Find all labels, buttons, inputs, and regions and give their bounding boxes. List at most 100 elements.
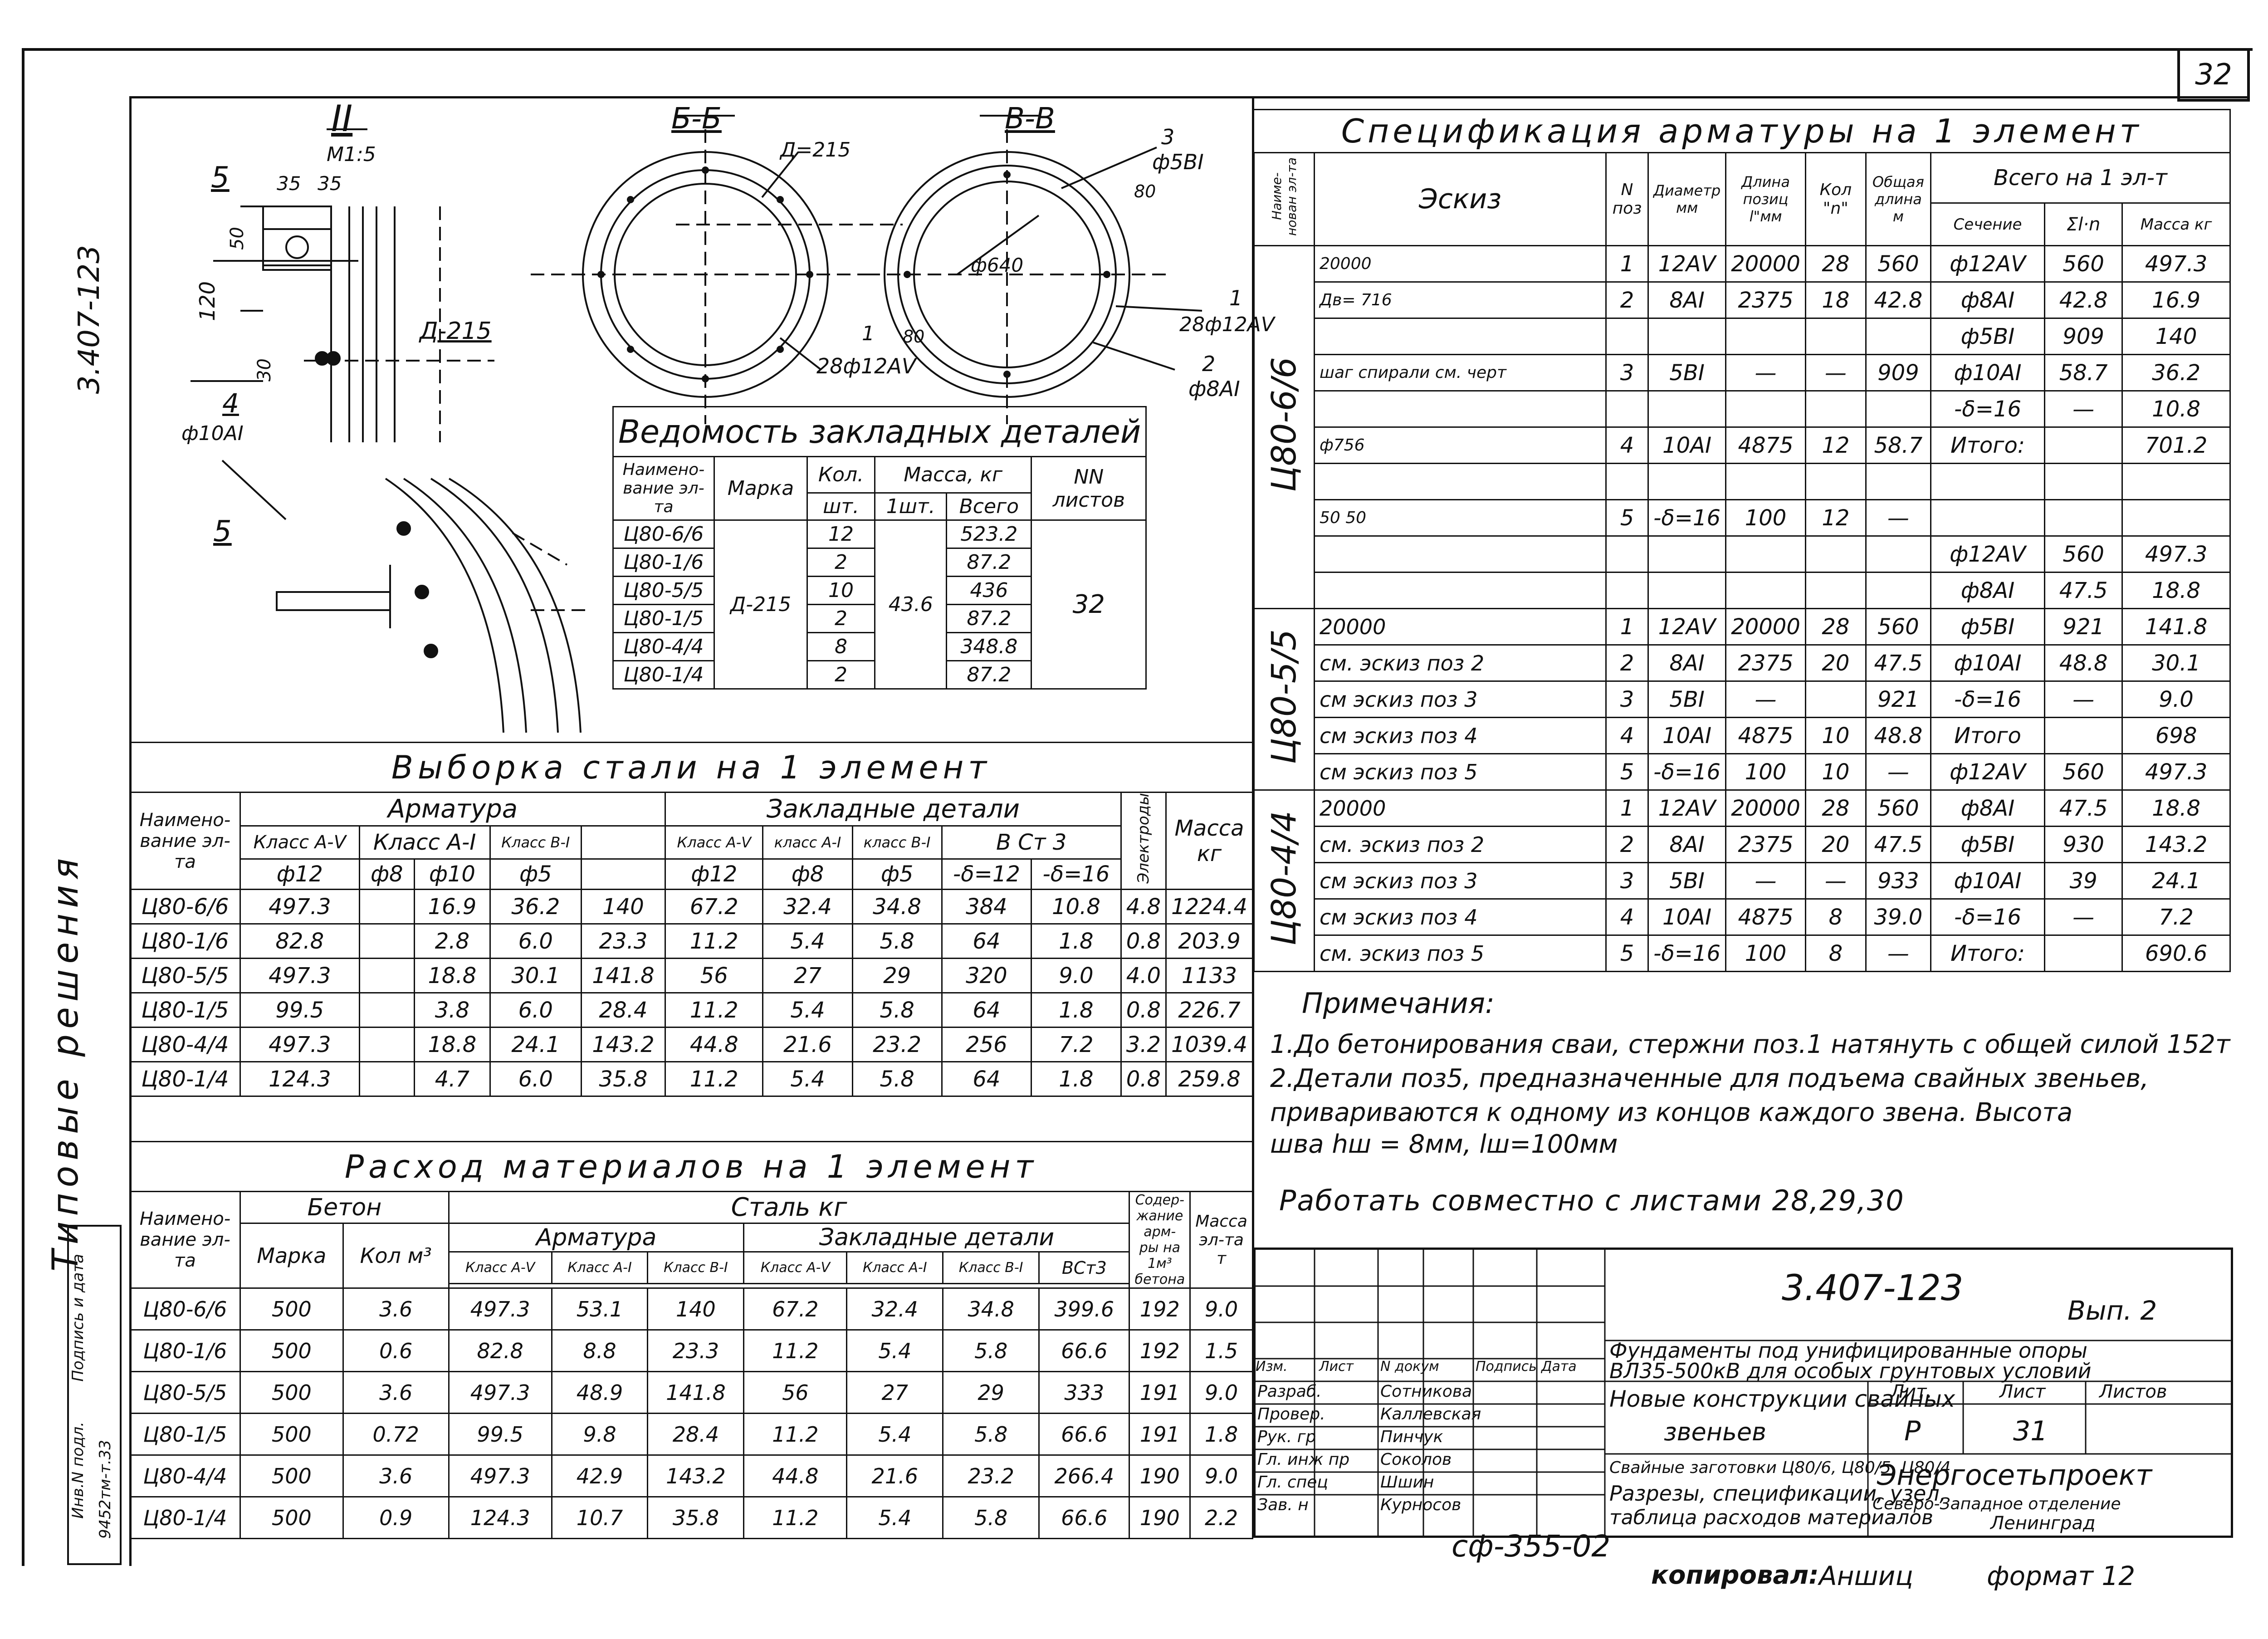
table-cell: 11.2 [743,1413,848,1456]
vyborka-h-zb1: класс В-I [851,825,943,860]
rashod-h-kol: Кол м³ [342,1223,450,1289]
table-cell: 99.5 [448,1413,552,1456]
table-row-name: Ц80-4/4 [129,1027,241,1063]
table-cell: 497.3 [240,1027,360,1063]
table-cell [1725,463,1806,500]
stamp-title1: Фундаменты под унифицированные опоры [1609,1338,2087,1363]
spec-h-massa: Масса кг [2121,202,2231,246]
spec-sketch: см эскиз поз 4 [1314,717,1607,754]
table-cell: 10.8 [2121,390,2231,428]
table-cell: 10.8 [1031,889,1122,925]
table-cell: 5.4 [846,1329,944,1372]
table-cell: 1133 [1165,958,1253,994]
table-cell [1647,572,1727,609]
side-stamp-num: 9452тм-т.33 [96,1440,114,1539]
column-header: Класс А-I [846,1251,944,1284]
table-cell: 67.2 [743,1287,848,1331]
stamp-h-izm: Изм. [1256,1359,1288,1375]
table-cell: 30.1 [489,958,582,994]
table-cell: 5 [1605,753,1649,791]
table-cell: 497.3 [2121,753,2231,791]
column-header: Класс В-I [647,1251,745,1284]
table-cell: 21.6 [846,1454,944,1497]
table-cell: -δ=16 [1930,680,2046,718]
vedomost-h-vsego: Всего [946,492,1032,521]
stamp-role: Гл. спец [1257,1473,1328,1492]
table-cell: 497.3 [2121,535,2231,573]
spec-sketch [1314,390,1607,428]
table-cell: 58.7 [2044,354,2123,391]
table-cell: 4 [1605,898,1649,936]
stamp-h-lst: Лист [1999,1381,2046,1402]
table-cell: 143.2 [647,1454,745,1497]
column-header: ф5 [489,858,582,890]
spec-sketch: см. эскиз поз 5 [1314,934,1607,972]
table-cell: 34.8 [942,1287,1040,1331]
stamp-h-lit: Лит. [1891,1381,1933,1402]
table-cell [1605,572,1649,609]
table-cell: 560 [1865,245,1931,283]
view5-n5: 5 [213,515,232,548]
stamp-h-list: Лист [1319,1359,1354,1375]
table-cell: 5ВI [1647,354,1727,391]
table-cell: 8АI [1647,644,1727,682]
spec-h-vsego: Всего на 1 эл-т [1930,152,2231,204]
table-cell: 0.8 [1120,1061,1167,1097]
spec-sketch: см. эскиз поз 2 [1314,826,1607,863]
table-cell: 5.4 [762,1061,853,1097]
table-cell: — [2044,390,2123,428]
stamp-person: Каллевская [1380,1405,1481,1424]
vyborka-h-arm: Арматура [239,792,666,827]
table-cell: 56 [743,1371,848,1414]
table-cell: 266.4 [1038,1454,1130,1497]
spec-group-2: Ц80-5/5 [1253,608,1315,791]
stamp-lit: Р [1904,1415,1921,1447]
vyborka-h-ka5: Класс А-V [240,825,360,860]
table-cell-empty [358,958,415,994]
view2-h50: 50 [227,227,248,250]
vyborka-h-massa: Масса кг [1165,791,1253,890]
table-cell: 497.3 [448,1287,552,1331]
column-header-empty [580,858,666,890]
stamp-h-lstov: Листов [2099,1381,2167,1402]
spec-group-1: Ц80-6/6 [1253,245,1315,609]
table-cell: 29 [851,958,943,994]
table-cell: 141.8 [580,958,666,994]
vv-title: В-В [1005,102,1055,136]
table-cell: 58.7 [1865,426,1931,464]
table-cell: 20 [1804,826,1867,863]
table-cell: ф8АI [1930,281,2046,319]
table-cell: 28 [1804,608,1867,646]
table-cell: 36.2 [2121,354,2231,391]
table-cell: 140 [580,889,666,925]
table-cell: 5 [1605,934,1649,972]
table-cell: 1039.4 [1165,1027,1253,1063]
table-cell: 500 [240,1287,344,1331]
spec-sketch: см. эскиз поз 2 [1314,644,1607,682]
table-cell: 0.8 [1120,923,1167,959]
table-cell: ф5ВI [1930,826,2046,863]
vyborka-h-za5: Класс А-V [665,825,764,860]
table-cell [1865,390,1931,428]
table-cell-empty [358,1027,415,1063]
vv-n3-label: ф5ВI [1152,150,1204,174]
vedomost-h-1sht: 1шт. [874,492,948,521]
table-cell: 497.3 [240,958,360,994]
table-cell: 100 [1725,934,1806,972]
vedomost-h-massa: Масса, кг [874,456,1032,494]
vedomost-list: 32 [1031,519,1147,690]
spec-h-eskiz: Эскиз [1314,152,1607,246]
side-stamp-sign: Подпись и дата [69,1254,87,1382]
table-cell: 1.8 [1189,1413,1253,1456]
stamp-role: Рук. гр [1257,1428,1316,1446]
table-cell: 500 [240,1371,344,1414]
column-header: ф12 [240,858,360,890]
table-cell: 3 [1605,862,1649,900]
table-cell: 2 [806,660,876,690]
